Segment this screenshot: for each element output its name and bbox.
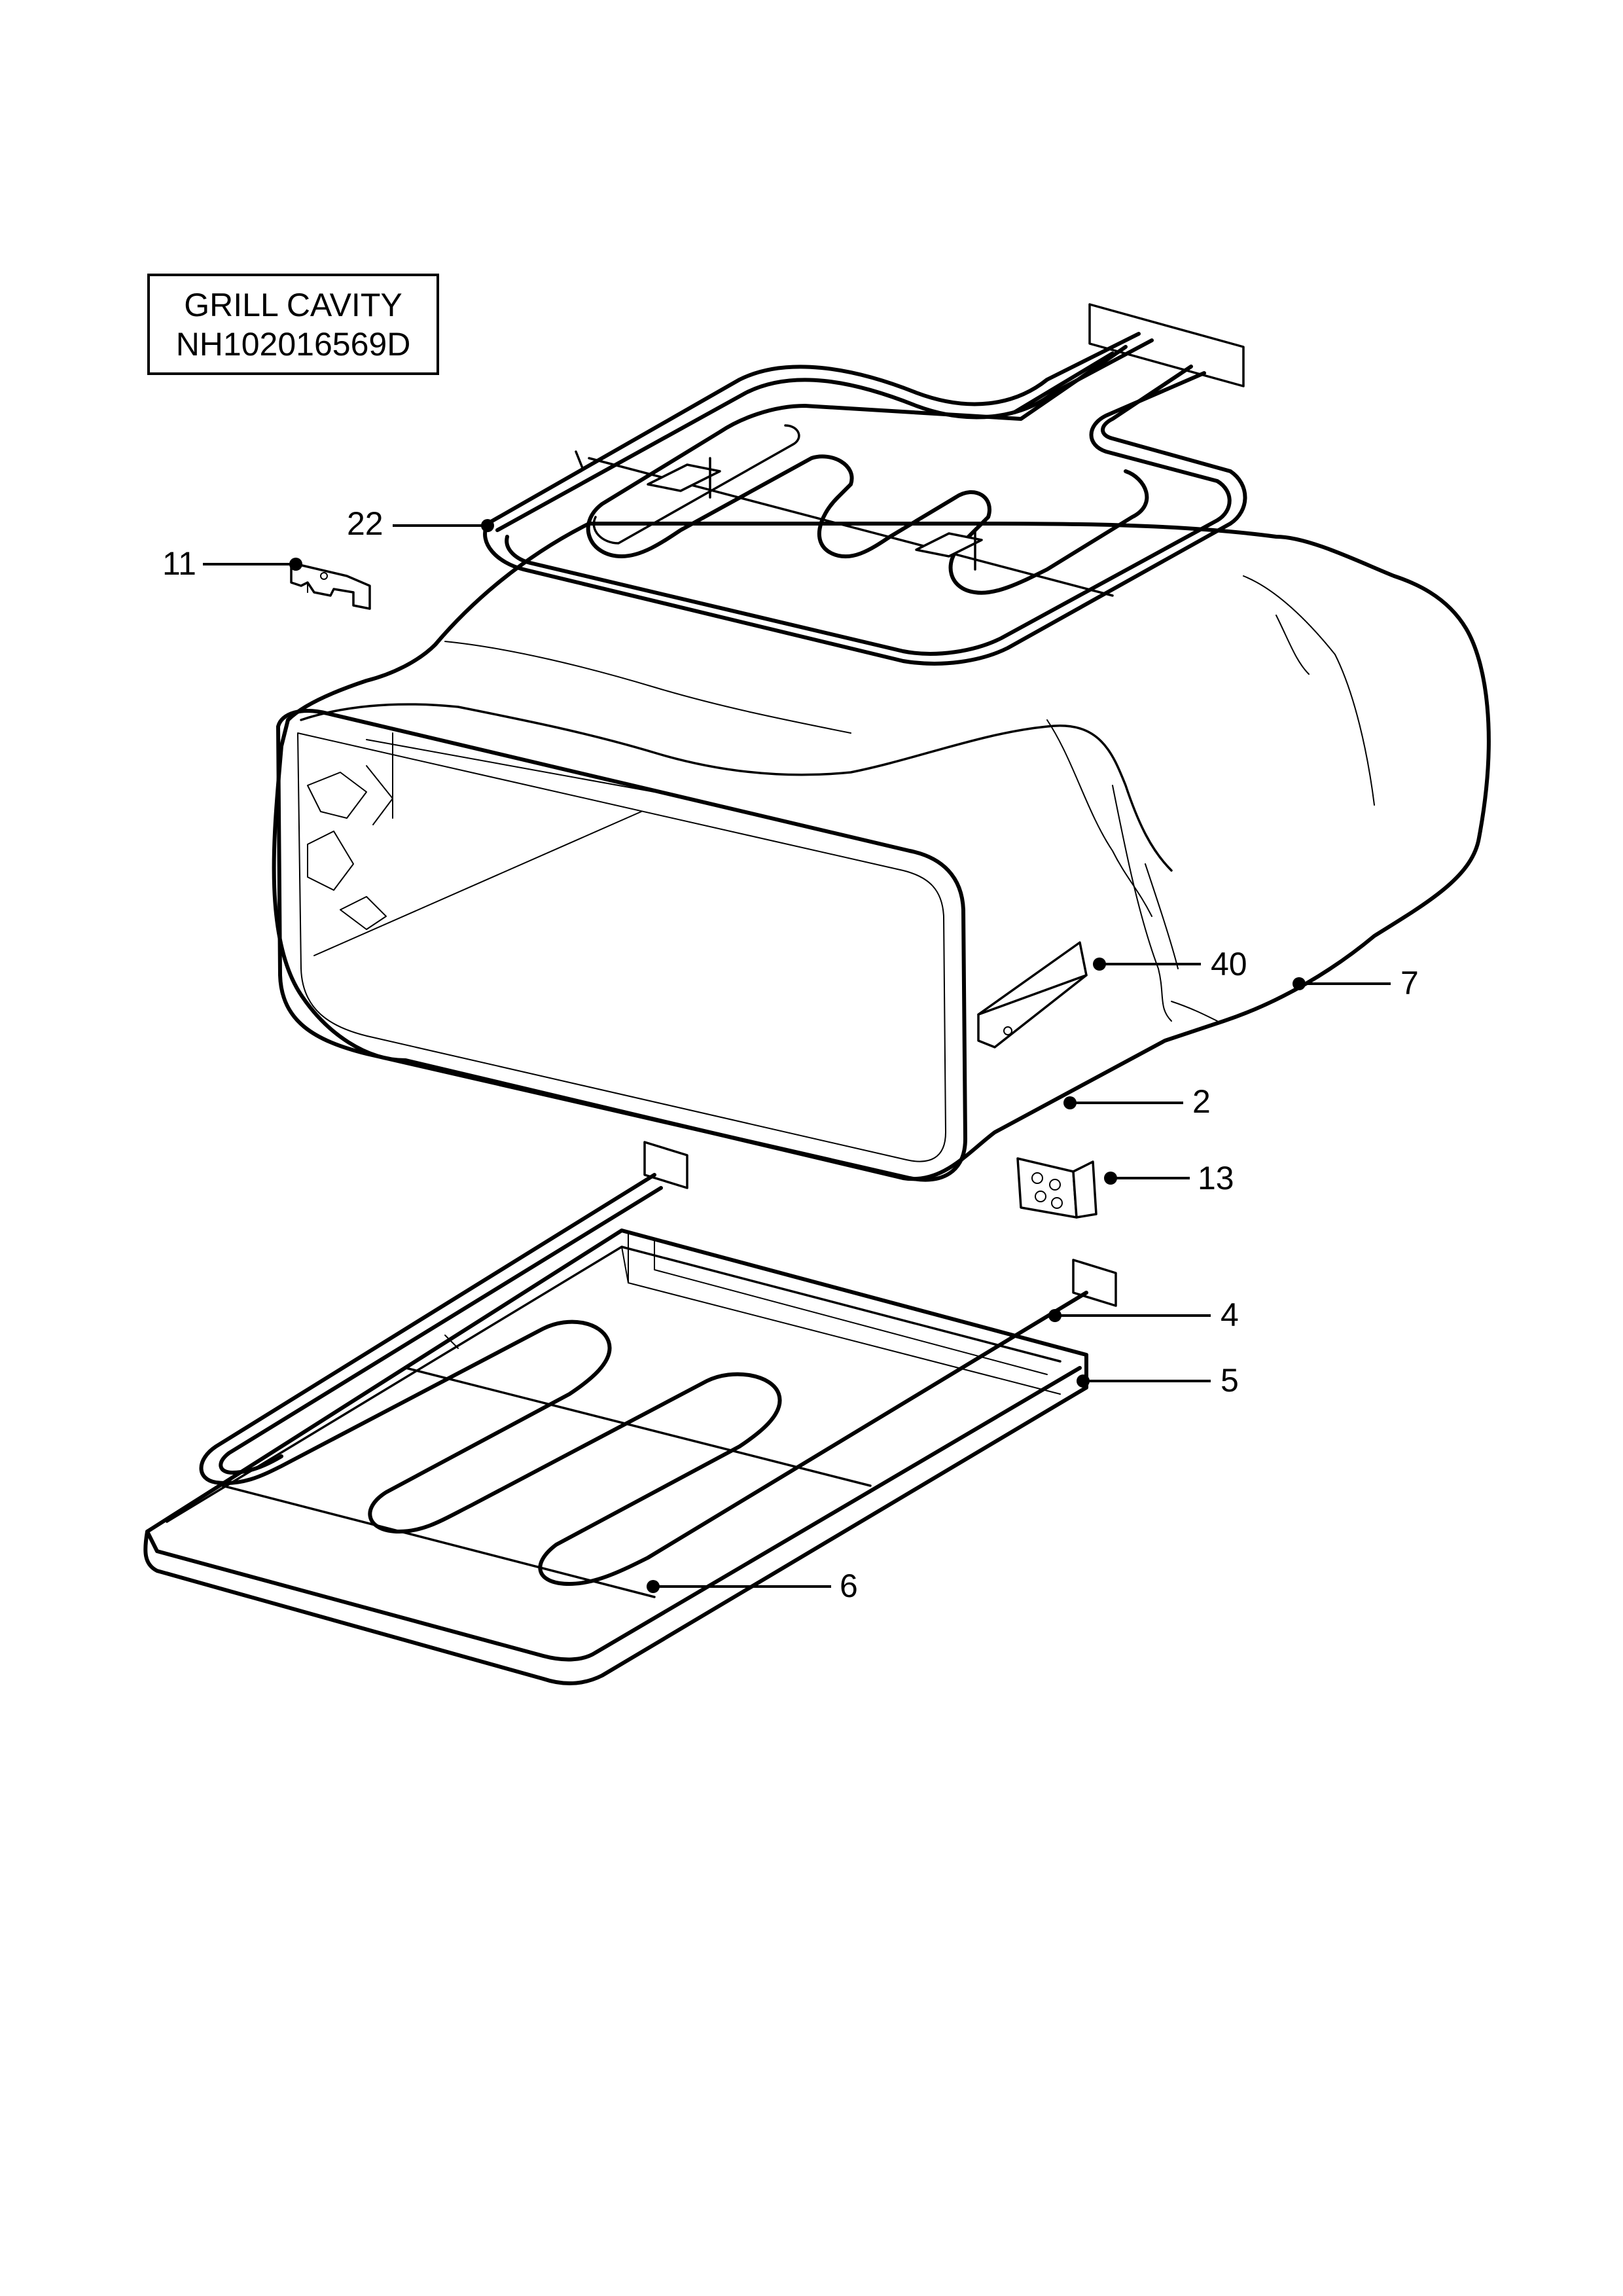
callout-6: 6 [840, 1568, 858, 1604]
bracket-part-11 [290, 562, 371, 610]
callout-22: 22 [347, 505, 383, 542]
leader-lines [203, 519, 1391, 1593]
callout-2: 2 [1192, 1083, 1211, 1120]
grill-element-part-22 [483, 303, 1247, 666]
callout-7: 7 [1400, 965, 1419, 1001]
title-box: GRILL CAVITY NH102016569D [147, 274, 439, 375]
title-line-2: NH102016569D [175, 325, 411, 363]
terminal-block-part-13 [1016, 1157, 1097, 1219]
callout-4: 4 [1221, 1297, 1239, 1333]
oven-cavity-part-7 [272, 522, 1491, 1182]
callout-40: 40 [1211, 946, 1247, 982]
callout-11: 11 [162, 545, 196, 582]
callout-13: 13 [1198, 1160, 1234, 1196]
callout-5: 5 [1221, 1362, 1239, 1399]
bracket-part-40 [977, 941, 1088, 1049]
bottom-tray-part-5 [143, 1229, 1088, 1685]
lower-element-part-4 [199, 1141, 1117, 1598]
title-line-1: GRILL CAVITY [184, 286, 402, 323]
